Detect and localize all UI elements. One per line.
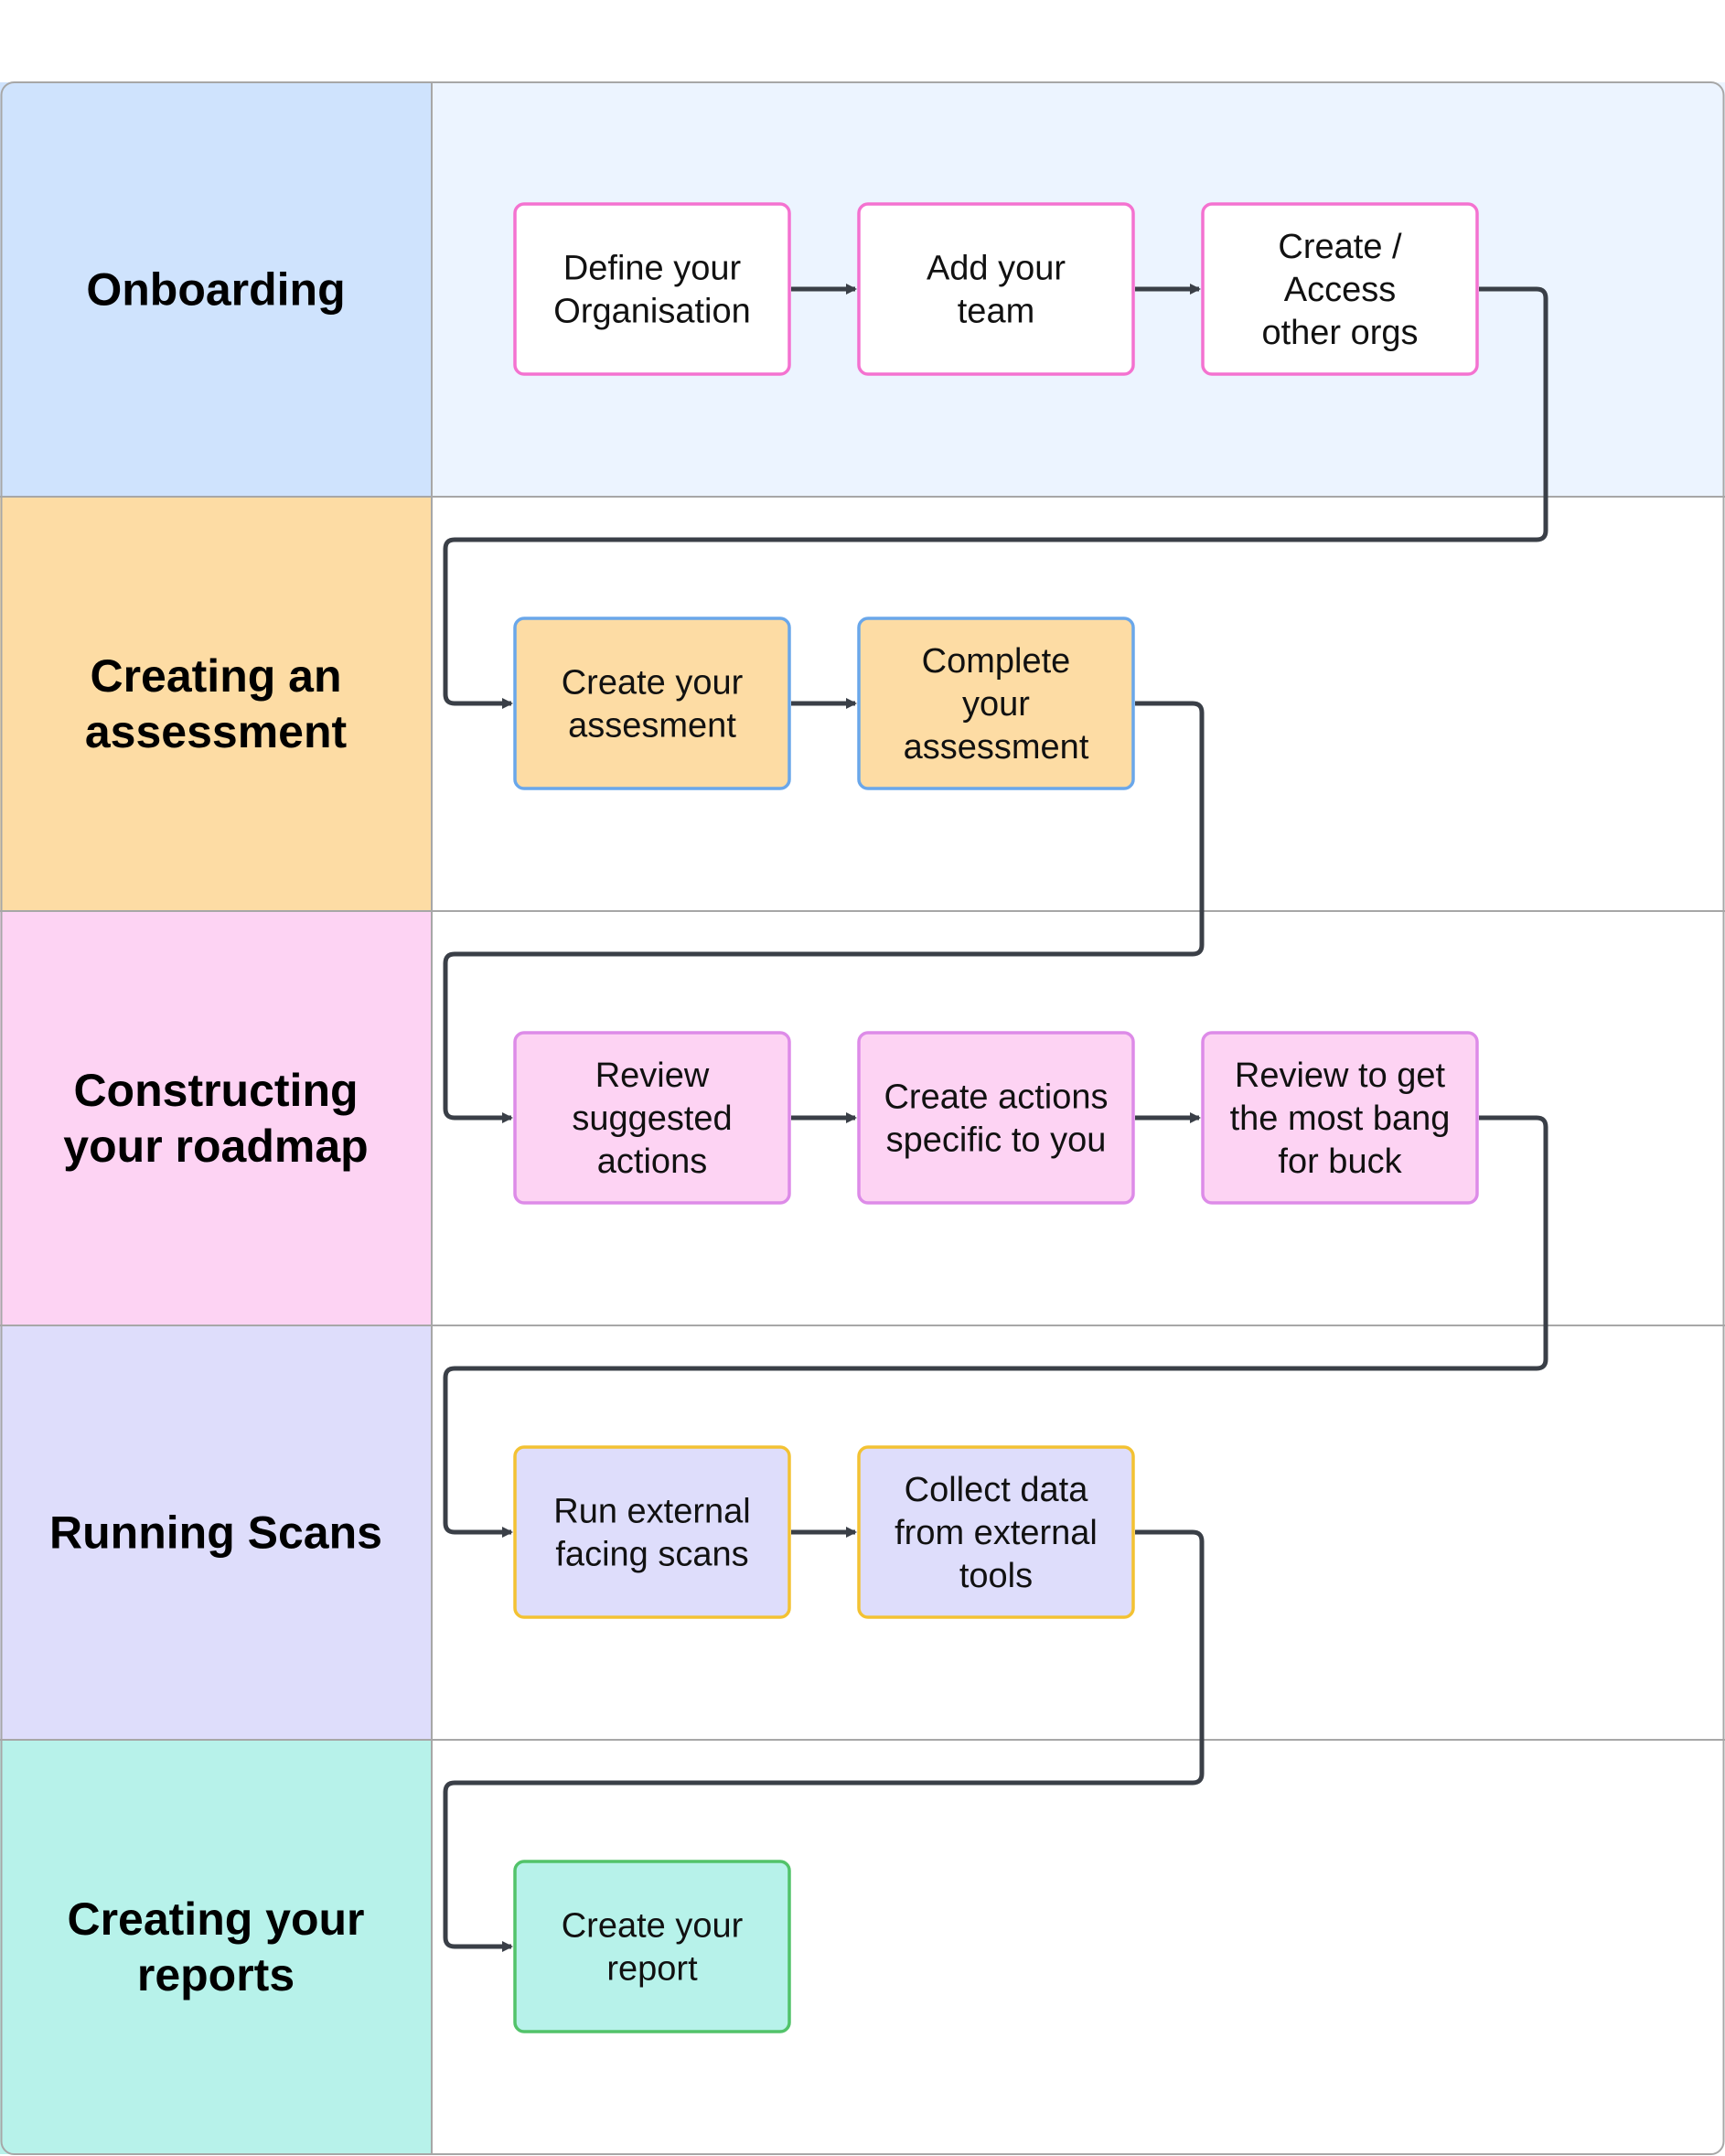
diagram-frame: [0, 81, 1725, 2155]
node-box: [1201, 1031, 1479, 1205]
process-node-create-actions: Create actions specific to you: [857, 1031, 1135, 1205]
node-label-line: suggested: [572, 1099, 732, 1138]
lane-header-bg: [0, 497, 432, 911]
node-label-line: specific to you: [886, 1121, 1107, 1160]
node-label-line: Review to get: [1235, 1057, 1446, 1095]
node-label-line: actions: [597, 1142, 707, 1181]
lane-label-line: Constructing: [73, 1065, 358, 1116]
node-label-line: your: [962, 685, 1030, 724]
lane-label-line: Running Scans: [49, 1507, 382, 1559]
node-label-line: Organisation: [553, 293, 750, 331]
node-box: [857, 1445, 1135, 1619]
node-label-line: Review: [595, 1057, 710, 1095]
node-box: [513, 617, 791, 790]
node-label-line: Create actions: [884, 1078, 1108, 1117]
node-label-line: Define your: [563, 250, 742, 288]
node-label: Create actions specific to you: [884, 1078, 1108, 1160]
node-box: [857, 617, 1135, 790]
node-box: [513, 1445, 791, 1619]
lane-label-line: Onboarding: [86, 264, 345, 316]
node-label-line: Access: [1284, 271, 1396, 309]
node-label-line: facing scans: [555, 1536, 748, 1574]
node-label-line: Create /: [1278, 228, 1402, 266]
node-label: Run external facing scans: [553, 1493, 750, 1574]
process-node-add-team: Add your team: [857, 202, 1135, 376]
node-label-line: Create your: [562, 1907, 744, 1946]
node-label: Create your report: [562, 1907, 744, 1989]
node-box: [513, 1860, 791, 2033]
lane-label-line: Creating your: [67, 1893, 364, 1945]
node-label-line: assesment: [568, 707, 736, 745]
lane-header-bg: [0, 82, 432, 497]
node-label-line: Add your: [927, 250, 1066, 288]
node-label-line: assessment: [904, 728, 1089, 767]
lane-label: Running Scans: [49, 1507, 382, 1559]
node-label: Create your assesment: [562, 664, 744, 745]
node-label: Add your team: [927, 250, 1066, 331]
lane-label-line: Creating an: [90, 650, 341, 702]
node-box: [513, 1031, 791, 1205]
lane-label: Onboarding: [86, 264, 345, 316]
lane-label-line: your roadmap: [63, 1121, 368, 1172]
lane-label-line: assessment: [85, 706, 348, 757]
node-label: Collect data from external tools: [895, 1471, 1098, 1595]
node-label-line: other orgs: [1261, 314, 1418, 352]
node-label: Complete your assessment: [904, 642, 1089, 767]
connector-lane-transition: [443, 1115, 1548, 1538]
process-node-run-external-scans: Run external facing scans: [513, 1445, 791, 1619]
node-label-line: team: [958, 293, 1034, 331]
node-label-line: tools: [959, 1557, 1033, 1595]
node-box: [857, 202, 1135, 376]
lane-header-bg: [0, 1325, 432, 1740]
lane-header-bg: [0, 911, 432, 1325]
connector-lane-transition: [443, 286, 1548, 709]
node-label-line: Run external: [553, 1493, 750, 1531]
node-label-line: for buck: [1278, 1142, 1402, 1181]
process-node-review-bang-for-buck: Review to get the most bang for buck: [1201, 1031, 1479, 1205]
node-label: Review suggested actions: [572, 1057, 732, 1181]
connector-lane-transition: [443, 701, 1205, 1123]
lane-header-bg: [0, 1740, 432, 2154]
process-node-create-report: Create your report: [513, 1860, 791, 2033]
node-box: [513, 202, 791, 376]
node-label-line: report: [606, 1950, 698, 1989]
node-box: [857, 1031, 1135, 1205]
process-node-collect-external-data: Collect data from external tools: [857, 1445, 1135, 1619]
node-label: Review to get the most bang for buck: [1230, 1057, 1451, 1181]
node-label: Create / Access other orgs: [1261, 228, 1418, 352]
node-label-line: Create your: [562, 664, 744, 703]
process-node-review-suggested-actions: Review suggested actions: [513, 1031, 791, 1205]
lane-label-line: reports: [137, 1949, 295, 2000]
node-label-line: the most bang: [1230, 1099, 1451, 1138]
node-label-line: Complete: [922, 642, 1071, 681]
process-node-complete-assessment: Complete your assessment: [857, 617, 1135, 790]
connector-lane-transition: [443, 1529, 1205, 1952]
node-label-line: Collect data: [905, 1471, 1089, 1509]
connectors: [443, 284, 1548, 1952]
process-node-create-assessment: Create your assesment: [513, 617, 791, 790]
node-box: [1201, 202, 1479, 376]
process-node-create-access-orgs: Create / Access other orgs: [1201, 202, 1479, 376]
node-label-line: from external: [895, 1514, 1098, 1552]
